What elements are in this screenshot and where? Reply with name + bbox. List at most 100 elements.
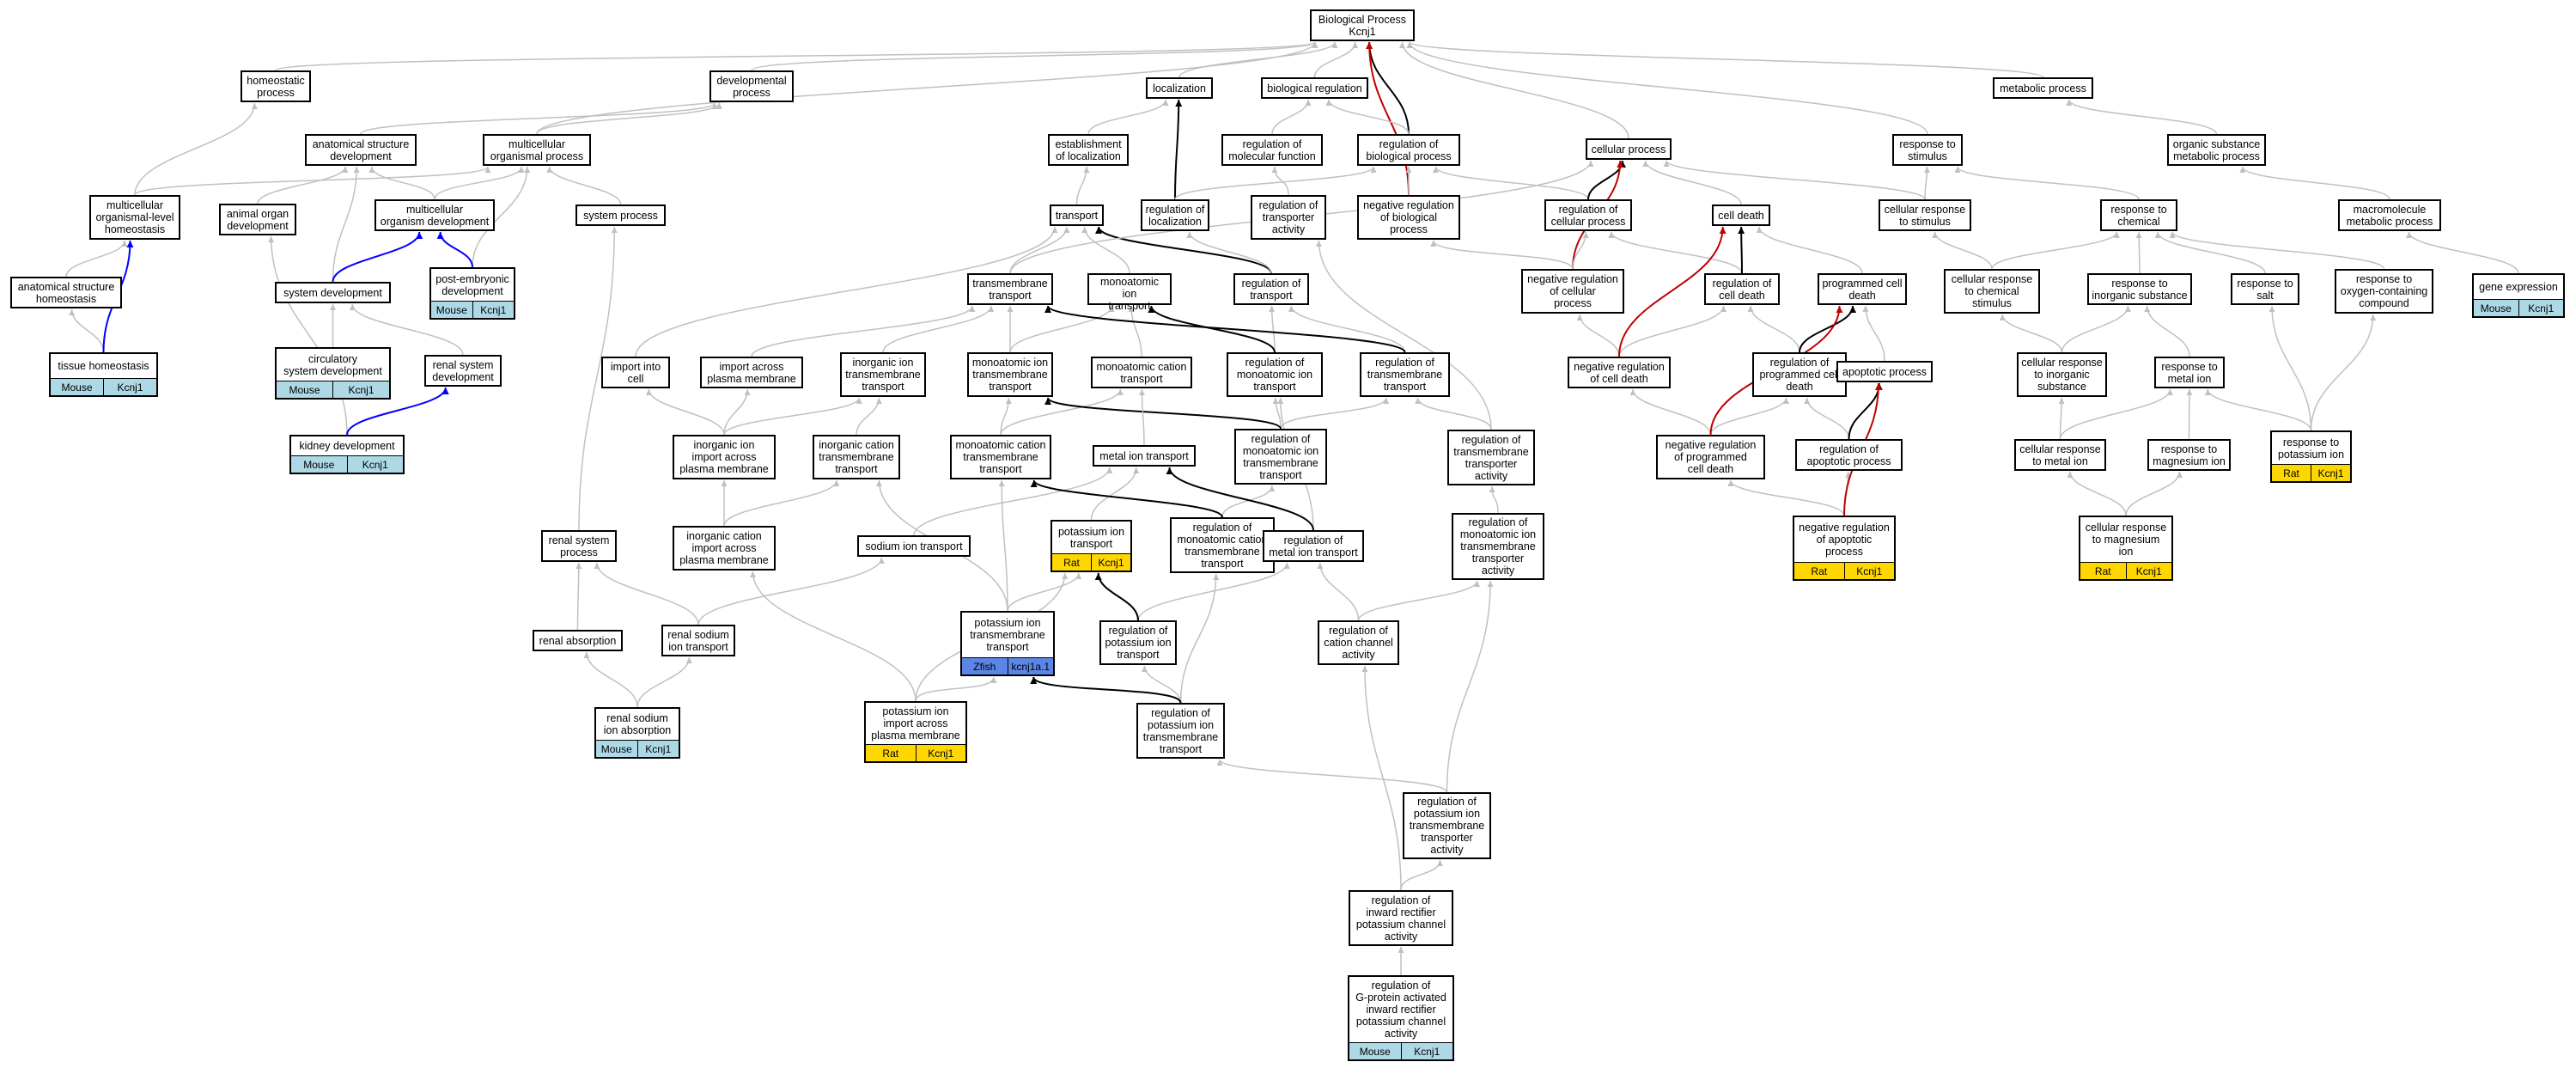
go-term-mctt[interactable]: monoatomic cation transmembrane transpor… [950, 435, 1051, 479]
go-term-resps[interactable]: response to stimulus [1892, 134, 1963, 166]
go-term-mod[interactable]: multicellular organism development [375, 199, 495, 231]
species-cell: Mouse [1359, 1045, 1391, 1058]
go-term-renalabs[interactable]: renal absorption [533, 630, 623, 651]
edge-negregapop-to-negregpcd [1727, 479, 1845, 516]
go-term-regbp[interactable]: regulation of biological process [1357, 134, 1460, 166]
go-term-resinorg[interactable]: response to inorganic substance [2087, 273, 2192, 305]
go-term-negregpcd[interactable]: negative regulation of programmed cell d… [1656, 435, 1765, 479]
go-term-resch[interactable]: response to chemical [2100, 199, 2177, 231]
go-term-negregapop[interactable]: negative regulation of apoptotic process… [1793, 516, 1896, 581]
go-term-label: response to metal ion [2161, 360, 2218, 385]
edge-regtr-to-transport [1095, 226, 1272, 274]
go-term-ressalt[interactable]: response to salt [2231, 273, 2299, 305]
go-term-regmitt[interactable]: regulation of monoatomic ion transmembra… [1234, 429, 1327, 485]
go-term-mit[interactable]: monoatomic ion transport [1087, 273, 1172, 312]
go-term-regirkca[interactable]: regulation of inward rectifier potassium… [1349, 890, 1453, 946]
go-term-negregcd[interactable]: negative regulation of cell death [1568, 357, 1671, 388]
go-term-resocc[interactable]: response to oxygen-containing compound [2335, 269, 2433, 314]
go-term-ash[interactable]: anatomical structure homeostasis [10, 277, 122, 308]
go-term-iiipm[interactable]: inorganic ion import across plasma membr… [673, 435, 776, 479]
go-term-label: regulation of potassium ion transmembran… [1409, 796, 1485, 856]
go-term-regta[interactable]: regulation of transporter activity [1251, 195, 1326, 240]
go-term-homeo[interactable]: homeostatic process [241, 70, 311, 102]
go-term-resmetal[interactable]: response to metal ion [2154, 357, 2225, 388]
edge-pcd-to-celldeath [1756, 226, 1863, 274]
go-term-regpcd[interactable]: regulation of programmed cell death [1752, 352, 1847, 397]
go-term-regtr[interactable]: regulation of transport [1233, 273, 1309, 305]
go-term-estloc[interactable]: establishment of localization [1048, 134, 1129, 166]
go-term-label: cellular process [1591, 143, 1666, 156]
go-term-mmp[interactable]: macromolecule metabolic process [2338, 199, 2441, 231]
go-term-renalsit[interactable]: renal sodium ion transport [661, 625, 735, 656]
go-term-regcd[interactable]: regulation of cell death [1704, 273, 1780, 305]
go-term-importpm[interactable]: import across plasma membrane [700, 357, 803, 388]
go-term-kiipm[interactable]: potassium ion import across plasma membr… [864, 701, 967, 763]
go-term-mlho[interactable]: multicellular organismal-level homeostas… [89, 195, 180, 240]
go-term-crinorg[interactable]: cellular response to inorganic substance [2017, 352, 2107, 397]
go-term-label: transmembrane transport [972, 277, 1048, 302]
go-term-apop[interactable]: apoptotic process [1836, 361, 1933, 382]
go-term-label: regulation of transmembrane transport [1367, 357, 1443, 393]
go-term-regapop[interactable]: regulation of apoptotic process [1795, 439, 1903, 471]
go-term-bp[interactable]: Biological Process Kcnj1 [1310, 9, 1415, 41]
go-term-regmf[interactable]: regulation of molecular function [1221, 134, 1323, 166]
go-term-regkitt[interactable]: regulation of potassium ion transmembran… [1136, 703, 1225, 759]
go-term-mitt[interactable]: monoatomic ion transmembrane transport [967, 352, 1053, 397]
go-term-mct[interactable]: monoatomic cation transport [1091, 357, 1192, 388]
go-term-regmetal[interactable]: regulation of metal ion transport [1263, 530, 1364, 562]
go-term-regtmta[interactable]: regulation of transmembrane transporter … [1447, 430, 1535, 485]
go-term-resmg[interactable]: response to magnesium ion [2147, 439, 2231, 471]
go-term-reggirk[interactable]: regulation of G-protein activated inward… [1348, 975, 1454, 1061]
go-term-iitt[interactable]: inorganic ion transmembrane transport [840, 352, 926, 397]
go-term-regmita[interactable]: regulation of monoatomic ion transmembra… [1452, 513, 1544, 580]
go-term-celldeath[interactable]: cell death [1712, 204, 1770, 226]
go-term-cellp[interactable]: cellular process [1586, 138, 1672, 160]
edge-iiipm-to-importpm [723, 388, 751, 436]
go-term-regkitta[interactable]: regulation of potassium ion transmembran… [1403, 792, 1491, 859]
go-term-regloc[interactable]: regulation of localization [1141, 199, 1209, 231]
go-term-crmetal[interactable]: cellular response to metal ion [2014, 439, 2106, 471]
go-term-iciipm[interactable]: inorganic cation import across plasma me… [673, 526, 776, 571]
go-term-crcs[interactable]: cellular response to chemical stimulus [1944, 269, 2040, 314]
go-term-asd[interactable]: anatomical structure development [305, 134, 417, 166]
go-term-ictt[interactable]: inorganic cation transmembrane transport [813, 435, 900, 479]
go-term-regkit[interactable]: regulation of potassium ion transport [1099, 620, 1177, 665]
go-term-regtmt[interactable]: regulation of transmembrane transport [1360, 352, 1450, 397]
go-term-negregcp[interactable]: negative regulation of cellular process [1521, 269, 1624, 314]
go-term-sysp[interactable]: system process [575, 204, 666, 226]
go-term-metab[interactable]: metabolic process [1993, 77, 2093, 99]
go-term-regmctt[interactable]: regulation of monoatomic cation transmem… [1170, 517, 1275, 573]
go-term-regmit[interactable]: regulation of monoatomic ion transport [1227, 352, 1323, 397]
go-term-negregbp[interactable]: negative regulation of biological proces… [1357, 195, 1460, 240]
go-term-renalsp[interactable]: renal system process [541, 530, 617, 562]
go-term-transport[interactable]: transport [1050, 204, 1104, 226]
go-term-crs[interactable]: cellular response to stimulus [1879, 199, 1971, 231]
edge-regmetal-to-metalit [1166, 467, 1314, 531]
go-term-aod[interactable]: animal organ development [219, 204, 296, 235]
go-term-bioreg[interactable]: biological regulation [1261, 77, 1368, 99]
go-term-osmp[interactable]: organic substance metabolic process [2167, 134, 2266, 166]
go-term-loc[interactable]: localization [1146, 77, 1213, 99]
go-term-pcd[interactable]: programmed cell death [1818, 273, 1907, 305]
go-term-importcell[interactable]: import into cell [601, 357, 670, 388]
go-term-regcp[interactable]: regulation of cellular process [1544, 199, 1632, 231]
go-term-tmt[interactable]: transmembrane transport [967, 273, 1053, 305]
go-term-renalsd[interactable]: renal system development [424, 355, 502, 387]
gene-cell: Kcnj1 [2311, 465, 2350, 481]
go-term-sysdev[interactable]: system development [275, 282, 391, 303]
go-term-regcca[interactable]: regulation of cation channel activity [1318, 620, 1399, 665]
go-term-sodium[interactable]: sodium ion transport [857, 535, 971, 557]
go-term-mcop[interactable]: multicellular organismal process [483, 134, 591, 166]
go-term-devp[interactable]: developmental process [709, 70, 794, 102]
go-term-metalit[interactable]: metal ion transport [1093, 445, 1196, 467]
